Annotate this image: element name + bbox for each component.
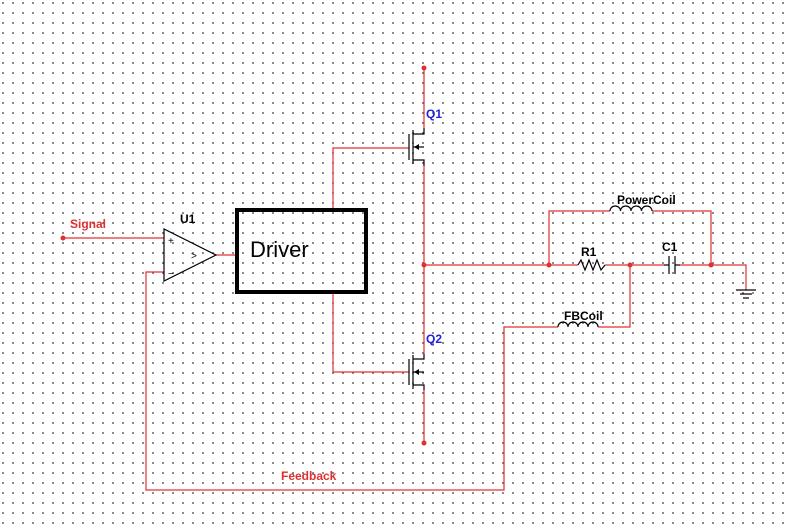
driver-box bbox=[235, 208, 368, 294]
opamp-u1: + − > U1 bbox=[163, 212, 218, 282]
fbcoil-windings bbox=[557, 321, 599, 328]
midpoint-junction bbox=[421, 262, 427, 268]
powercoil-windings bbox=[609, 205, 653, 212]
c1-ground-wire bbox=[680, 264, 747, 290]
q2-arrow bbox=[414, 369, 419, 375]
powercoil-left-junction bbox=[546, 262, 552, 268]
powercoil-left-wire bbox=[548, 210, 610, 265]
powercoil-right-wire bbox=[652, 210, 712, 265]
inductor-fbcoil: FBCoil bbox=[557, 309, 603, 328]
r1-zigzag bbox=[577, 258, 606, 272]
c1-ref-label: C1 bbox=[662, 240, 678, 254]
fbcoil-ref-label: FBCoil bbox=[564, 309, 603, 323]
junctions bbox=[60, 65, 714, 446]
signal-terminal bbox=[60, 235, 66, 241]
q2-ref-label: Q2 bbox=[426, 332, 442, 346]
capacitor-c1: C1 bbox=[662, 240, 680, 274]
negative-rail-terminal bbox=[421, 440, 427, 446]
driver-q1-gate-wire bbox=[332, 147, 409, 209]
powercoil-right-junction bbox=[708, 262, 714, 268]
driver-block: Driver bbox=[235, 208, 368, 294]
opamp-ref-label: U1 bbox=[180, 212, 196, 226]
q2-source-lead bbox=[413, 384, 425, 390]
mosfet-q1: Q1 bbox=[408, 107, 442, 166]
feedback-wire bbox=[145, 271, 558, 491]
mosfet-q2: Q2 bbox=[408, 332, 442, 390]
opamp-triangle bbox=[163, 228, 218, 282]
opamp-minus-sign: − bbox=[168, 269, 174, 280]
q2-drain-lead bbox=[413, 354, 425, 360]
opamp-plus-sign: + bbox=[168, 236, 174, 247]
q1-ref-label: Q1 bbox=[426, 107, 442, 121]
inductor-powercoil: PowerCoil bbox=[609, 193, 676, 212]
powercoil-ref-label: PowerCoil bbox=[617, 193, 676, 207]
resistor-r1: R1 bbox=[577, 245, 606, 272]
fbcoil-right-wire bbox=[598, 265, 631, 328]
q1-source-lead bbox=[413, 159, 425, 166]
fbcoil-tap-junction bbox=[627, 262, 633, 268]
opamp-direction-symbol: > bbox=[191, 251, 197, 262]
driver-label: Driver bbox=[250, 237, 309, 262]
r1-ref-label: R1 bbox=[581, 245, 597, 259]
feedback-net-label: Feedback bbox=[281, 469, 337, 483]
ground-symbol bbox=[736, 289, 756, 299]
wires bbox=[63, 68, 747, 491]
positive-rail-terminal bbox=[421, 65, 427, 71]
driver-q2-gate-wire bbox=[332, 292, 409, 373]
signal-net-label: Signal bbox=[70, 217, 106, 231]
q1-arrow bbox=[414, 144, 419, 150]
q1-drain-lead bbox=[413, 128, 425, 135]
